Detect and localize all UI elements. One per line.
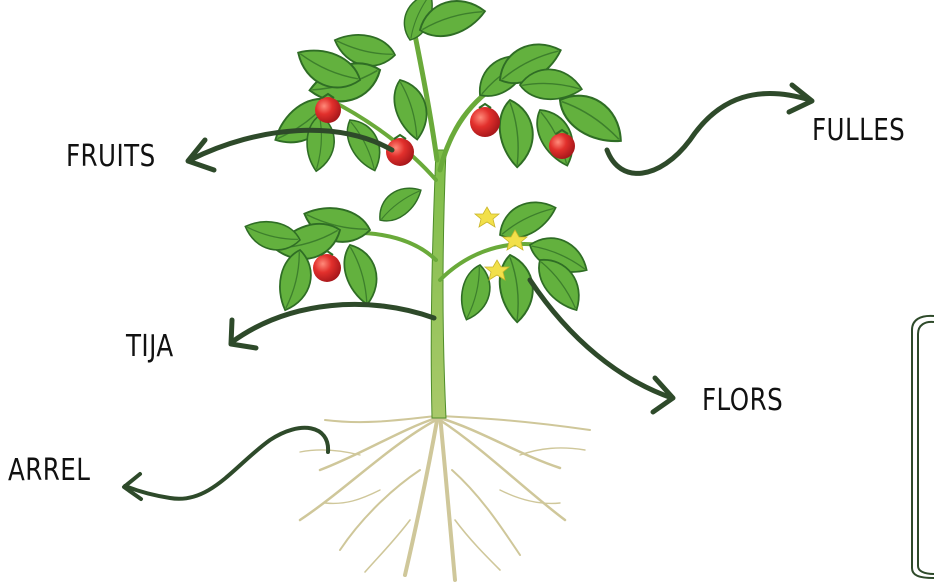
arrow-flors — [530, 280, 673, 412]
arrow-arrel — [124, 428, 328, 499]
label-tija: TIJA — [126, 332, 174, 362]
roots — [300, 415, 590, 580]
arrow-tija — [231, 304, 434, 348]
label-arrel: ARREL — [8, 456, 90, 486]
label-fulles: FULLES — [812, 116, 905, 146]
side-frame — [912, 316, 934, 578]
label-fruits: FRUITS — [66, 142, 156, 172]
arrow-fulles — [607, 85, 812, 173]
label-flors: FLORS — [702, 386, 783, 416]
